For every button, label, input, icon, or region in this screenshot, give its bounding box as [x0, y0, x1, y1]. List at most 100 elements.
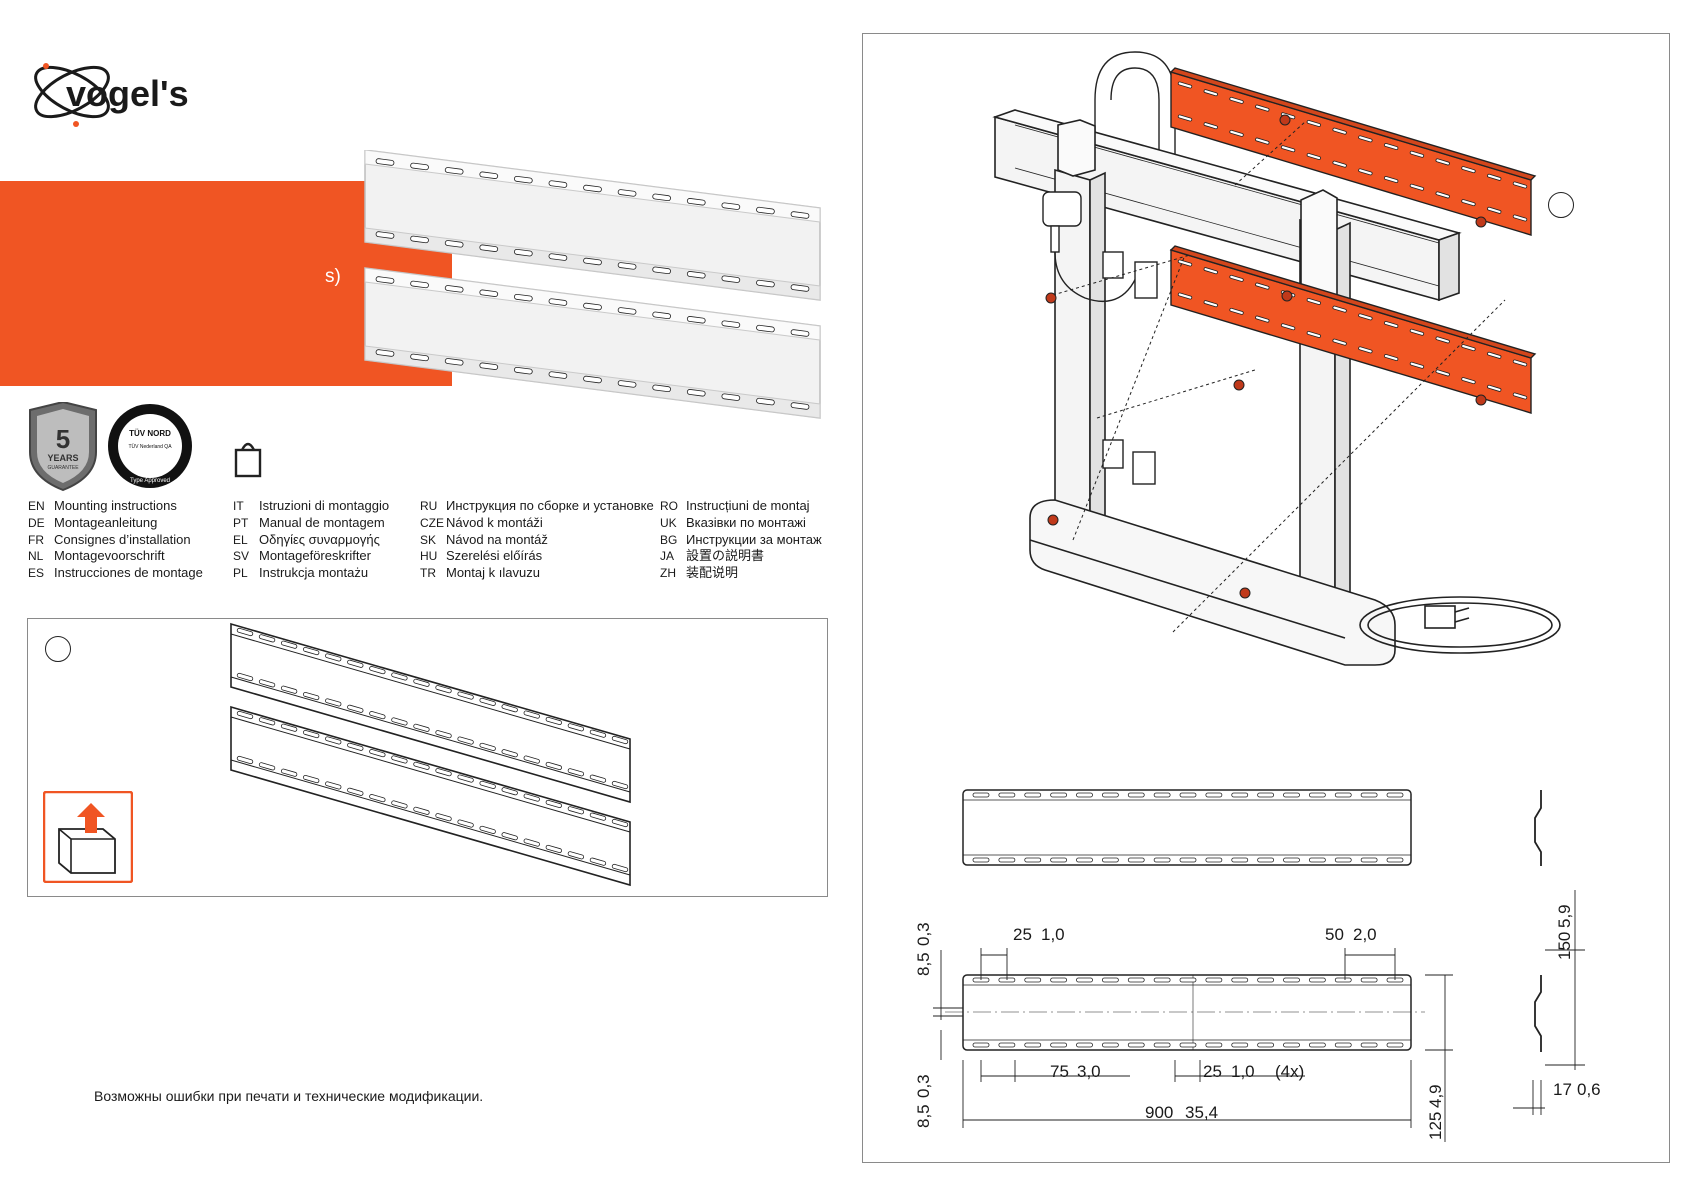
rail-slot [756, 397, 775, 406]
rail-slot [523, 793, 540, 802]
rail-slot [1512, 181, 1528, 189]
language-code: PT [233, 515, 249, 530]
language-code: CZE [420, 515, 444, 530]
rail-slot [1383, 143, 1399, 151]
rail-slot [1255, 137, 1270, 145]
rail-slot [790, 211, 810, 219]
rail-slot [1461, 199, 1476, 207]
rail-slot [325, 781, 342, 790]
rail-slot [1203, 122, 1218, 130]
rail-slot [1050, 792, 1068, 798]
rail-slot [325, 736, 342, 745]
rail-slot [1308, 857, 1326, 863]
svg-text:YEARS: YEARS [47, 453, 78, 463]
rail-slot [1461, 166, 1476, 174]
language-title: Вказівки по монтажі [686, 514, 806, 530]
rail-slot [1229, 129, 1244, 137]
rail-slot [545, 799, 562, 809]
rail-slot [1257, 792, 1275, 798]
rail-slot [589, 774, 607, 783]
rail-slot [567, 806, 585, 815]
rail-slot [652, 311, 672, 320]
language-title: Návod na montáž [446, 531, 548, 547]
power-plug-icon [1359, 596, 1561, 654]
language-title: 設置の説明書 [686, 548, 765, 564]
screw-icons [1045, 114, 1487, 599]
svg-text:Type Approved: Type Approved [130, 478, 170, 484]
rail-slot [1308, 1042, 1326, 1048]
rail-slot [1487, 351, 1502, 359]
rail-slot [611, 780, 629, 790]
rail-slot [589, 729, 607, 738]
rail-slot [479, 742, 496, 751]
language-title: Montageanleitung [54, 514, 158, 530]
dim-8-5-top: 8,5 [914, 952, 933, 976]
rail-slot [1050, 1042, 1068, 1048]
rail-slot [611, 863, 629, 873]
rail-slot [1334, 792, 1352, 798]
rail-slot [280, 768, 298, 777]
rail-slot [375, 231, 395, 239]
svg-text:GUARANTEE: GUARANTEE [47, 465, 79, 471]
svg-text:5: 5 [56, 424, 70, 454]
language-code: EL [233, 532, 248, 547]
language-title: 装配说明 [686, 565, 739, 581]
rail-slot [1386, 792, 1404, 798]
rail-slot [1255, 104, 1270, 112]
rail-slot [1358, 313, 1373, 321]
rail-slot [686, 389, 706, 397]
rail-slot [652, 193, 672, 202]
language-title: Návod k montáži [446, 514, 543, 530]
vogels-logo: vogel's [26, 50, 236, 130]
rail-slot [1383, 321, 1399, 329]
language-title: Инструкция по сборке и установке [446, 498, 654, 513]
language-title: Инструкции за монтаж [686, 531, 822, 547]
dim-25-bottom-inch: 1,0 [1231, 1062, 1255, 1081]
rail-slot [1024, 977, 1042, 983]
rail-slot [756, 206, 775, 215]
rail-slot [410, 235, 429, 244]
rail-slot [501, 749, 518, 758]
rail-slot [391, 717, 408, 726]
language-code: TR [420, 566, 436, 581]
rail-slot [435, 730, 452, 739]
rail-slot [523, 710, 540, 719]
language-code: BG [660, 532, 678, 547]
dim-50-top-inch: 2,0 [1353, 925, 1377, 944]
rail-slot [1101, 1042, 1119, 1048]
rail-slot [583, 302, 602, 311]
rail-slot [410, 280, 429, 289]
rail-slot [1435, 191, 1450, 199]
rail-slot [1076, 792, 1093, 798]
rail-slot [998, 792, 1016, 798]
rail-slot [1101, 792, 1119, 798]
rail-front-view [962, 789, 1412, 866]
dim-25-bottom: 25 [1203, 1062, 1222, 1081]
language-title: Mounting instructions [54, 498, 177, 513]
rail-slot [1177, 292, 1193, 300]
rail-slot [1257, 977, 1275, 983]
language-code: RU [420, 499, 438, 513]
rail-slot [413, 678, 430, 687]
rail-slot [513, 248, 533, 257]
dim-25-top: 25 [1013, 925, 1032, 944]
rail-slot [756, 324, 775, 333]
rail-slot [617, 380, 637, 388]
language-title: Manual de montagem [259, 514, 385, 530]
rail-slot [258, 679, 276, 688]
rail-slot [1512, 392, 1528, 400]
rail-slot [1487, 206, 1502, 214]
rail-slot [617, 189, 637, 197]
rail-slot [652, 266, 672, 275]
svg-text:TÜV NORD: TÜV NORD [129, 429, 171, 438]
rail-slot [435, 813, 452, 822]
rail-slot [280, 723, 298, 732]
